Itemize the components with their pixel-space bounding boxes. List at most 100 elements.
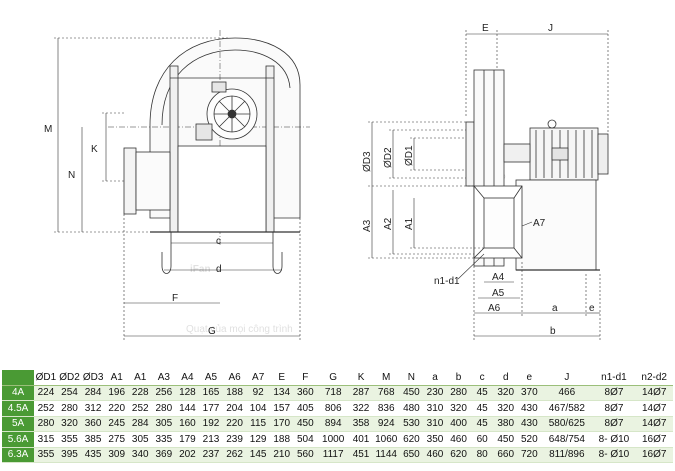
table-cell: 177 [199, 400, 223, 417]
column-header: ØD2 [57, 370, 82, 386]
table-cell: 320 [493, 385, 518, 401]
table-cell: 134 [269, 385, 294, 401]
dim-label-G: G [208, 326, 216, 337]
column-header: A5 [199, 370, 223, 386]
motor-pedestal [515, 179, 597, 271]
motor-terminal-box-side [551, 147, 569, 161]
table-cell: 128 [175, 385, 200, 401]
column-header: A6 [222, 370, 247, 386]
table-cell: 355 [34, 447, 58, 463]
table-cell: 8- Ø10 [592, 447, 636, 463]
dim-label-a: a [552, 303, 558, 314]
side-dimension-labels: E J ØD3 ØD2 ØD1 A3 A2 A1 A7 n1-d1 A4 A5 … [362, 23, 595, 337]
table-cell: 320 [493, 400, 518, 417]
table-cell: 192 [199, 416, 223, 432]
column-header: A7 [246, 370, 270, 386]
table-cell: 305 [128, 431, 153, 448]
table-cell: 284 [128, 416, 153, 432]
table-cell: 385 [81, 431, 105, 448]
table-cell: 157 [269, 400, 294, 417]
dim-label-d: d [216, 264, 222, 275]
front-dimension-labels: M N K c d F G [44, 124, 222, 337]
motor-frame-left-post [169, 65, 179, 233]
inlet-box [177, 145, 267, 233]
table-cell: 8Ø7 [592, 385, 636, 401]
table-cell: 320 [57, 416, 82, 432]
table-cell: 620 [399, 431, 424, 448]
table-cell: 894 [317, 416, 350, 432]
table-cell: 280 [57, 400, 82, 417]
table-cell: 165 [199, 385, 223, 401]
volute-inner-arc [161, 49, 291, 126]
table-cell: 202 [175, 447, 200, 463]
outlet-flange [123, 147, 137, 215]
table-cell: 92 [246, 385, 270, 401]
table-cell: 220 [104, 400, 129, 417]
table-cell: 14Ø7 [635, 385, 673, 401]
table-cell: 188 [222, 385, 247, 401]
table-cell: 220 [222, 416, 247, 432]
dim-label-A5: A5 [492, 288, 505, 299]
dim-label-K: K [91, 144, 98, 155]
table-cell: 275 [104, 431, 129, 448]
table-cell: 115 [246, 416, 270, 432]
motor-lifting-eye [547, 119, 557, 129]
column-header: M [372, 370, 400, 386]
table-cell: 401 [349, 431, 373, 448]
table-cell: 720 [517, 447, 542, 463]
table-cell: 924 [372, 416, 400, 432]
motor-end-cap [597, 133, 609, 175]
table-cell: 280 [446, 385, 471, 401]
table-cell: 369 [152, 447, 176, 463]
table-cell: 104 [246, 400, 270, 417]
table-cell: 80 [470, 447, 494, 463]
table-cell: 467/582 [541, 400, 593, 417]
table-cell: 660 [493, 447, 518, 463]
table-cell: 1000 [317, 431, 350, 448]
column-header: N [399, 370, 424, 386]
table-cell: 310 [423, 400, 447, 417]
dim-label-M: M [44, 124, 52, 135]
table-cell: 451 [349, 447, 373, 463]
column-header: F [293, 370, 318, 386]
table-cell: 504 [293, 431, 318, 448]
table-cell: 335 [152, 431, 176, 448]
dim-label-b: b [550, 326, 556, 337]
table-cell: 450 [399, 385, 424, 401]
model-cell: 5.6A [2, 431, 35, 448]
table-cell: 435 [81, 447, 105, 463]
table-cell: 45 [470, 416, 494, 432]
column-header: a [423, 370, 447, 386]
table-cell: 213 [199, 431, 223, 448]
table-cell: 60 [470, 431, 494, 448]
table-cell: 287 [349, 385, 373, 401]
dim-label-D3: ØD3 [362, 151, 373, 172]
column-header: n1-d1 [592, 370, 636, 386]
table-cell: 8- Ø10 [592, 431, 636, 448]
table-cell: 224 [34, 385, 58, 401]
column-header: J [541, 370, 593, 386]
table-cell: 520 [517, 431, 542, 448]
dim-label-D1: ØD1 [404, 145, 415, 166]
table-cell: 252 [128, 400, 153, 417]
table-cell: 210 [269, 447, 294, 463]
column-header: n2-d2 [635, 370, 673, 386]
dim-label-A7: A7 [533, 218, 546, 229]
column-header: ØD1 [34, 370, 58, 386]
dimensions-table: ØD1 ØD2 ØD3 A1 A1 A3 A4 A5 A6 A7 E F G K… [2, 370, 673, 463]
column-header: e [517, 370, 542, 386]
anchor-bolt-left [161, 232, 172, 274]
table-cell: 350 [423, 431, 447, 448]
table-cell: 340 [128, 447, 153, 463]
table-cell: 560 [293, 447, 318, 463]
table-cell: 768 [372, 385, 400, 401]
motor-shaft-housing [503, 143, 531, 163]
table-cell: 430 [517, 416, 542, 432]
table-cell: 320 [446, 400, 471, 417]
table-cell: 400 [446, 416, 471, 432]
table-cell: 580/625 [541, 416, 593, 432]
outlet-duct [135, 151, 171, 211]
